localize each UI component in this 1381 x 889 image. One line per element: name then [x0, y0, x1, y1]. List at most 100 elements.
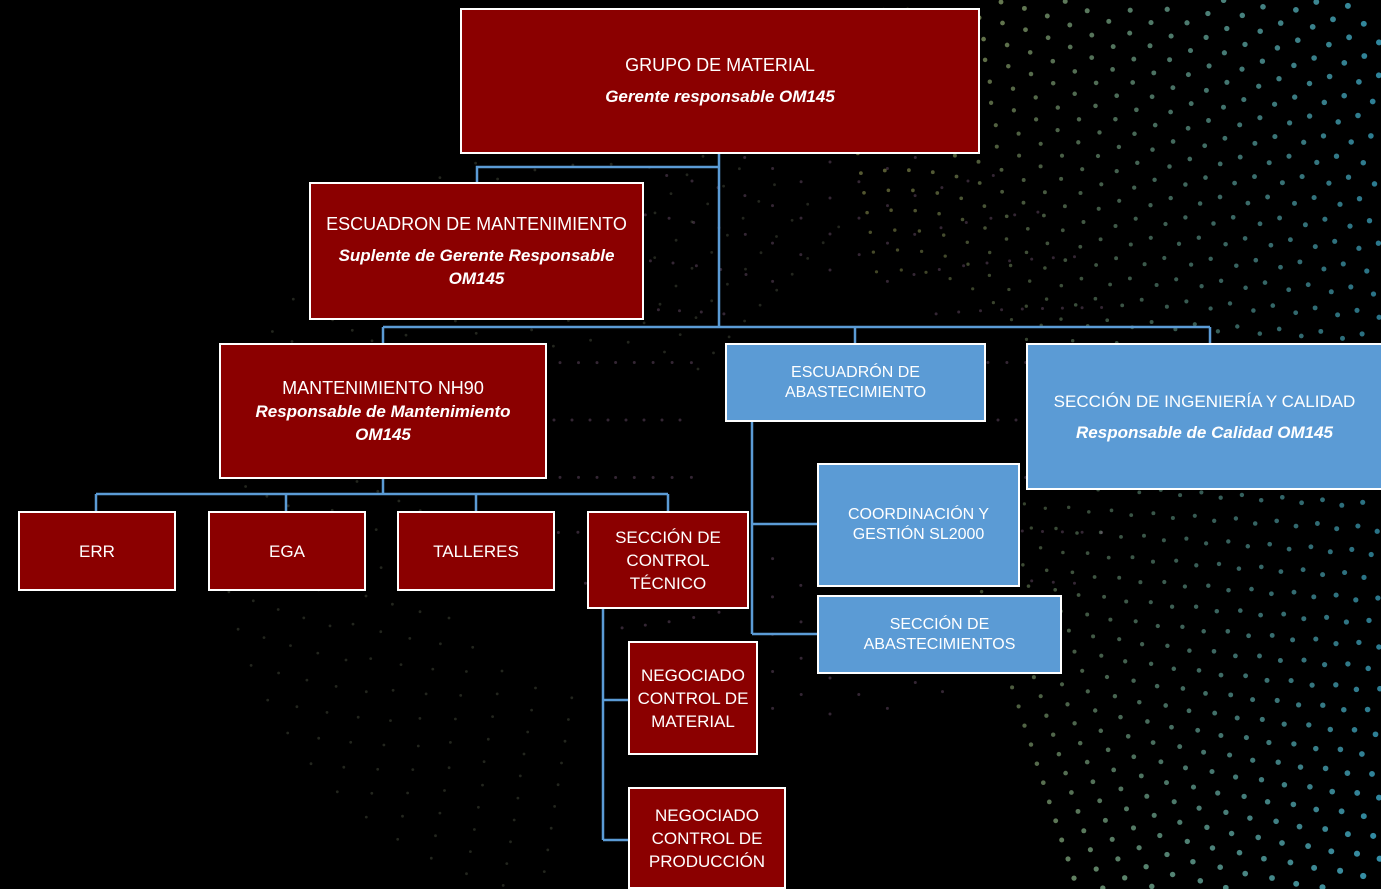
bg-dot	[1142, 262, 1147, 267]
bg-dot	[1344, 770, 1351, 776]
bg-dot	[694, 316, 698, 319]
bg-dot	[1055, 105, 1061, 110]
bg-dot	[1376, 794, 1381, 801]
bg-dot	[1110, 44, 1116, 50]
node-title: TALLERES	[433, 541, 519, 561]
bg-dot	[1349, 546, 1355, 552]
bg-dot	[370, 791, 374, 795]
bg-dot	[1163, 703, 1169, 708]
bg-dot	[1281, 611, 1287, 617]
node-coordinacion-y-gestion-sl2000: COORDINACIÓN Y GESTIÓN SL2000	[817, 463, 1020, 587]
bg-dot	[1314, 521, 1320, 526]
bg-dot	[1217, 194, 1223, 200]
bg-dot	[1348, 284, 1354, 290]
bg-dot	[828, 232, 832, 236]
bg-dot	[1337, 746, 1344, 753]
bg-dot	[1360, 499, 1366, 505]
bg-dot	[505, 862, 509, 865]
bg-dot	[1195, 727, 1201, 733]
bg-dot	[1184, 536, 1189, 541]
node-subtitle: Suplente de Gerente Responsable OM145	[338, 245, 615, 288]
bg-dot	[1168, 109, 1173, 115]
bg-dot	[1116, 144, 1122, 150]
bg-dot	[744, 267, 747, 271]
bg-dot	[1351, 727, 1358, 733]
bg-dot	[1053, 818, 1059, 824]
node-seccion-control-tecnico: SECCIÓN DE CONTROL TÉCNICO	[587, 511, 749, 609]
bg-dot	[1163, 221, 1168, 227]
bg-dot	[477, 805, 480, 809]
bg-dot	[1291, 741, 1297, 747]
bg-dot	[518, 774, 522, 778]
bg-dot	[1184, 838, 1190, 845]
bg-dot	[1122, 875, 1128, 881]
bg-dot	[1187, 648, 1192, 653]
bg-dot	[1269, 875, 1275, 881]
bg-dot	[1006, 63, 1011, 69]
bg-dot	[1322, 216, 1328, 222]
bg-dot	[1129, 513, 1134, 517]
bg-dot	[1099, 653, 1104, 658]
bg-dot	[651, 361, 655, 364]
bg-dot	[1232, 774, 1239, 780]
bg-dot	[694, 264, 698, 268]
bg-dot	[1234, 263, 1239, 268]
bg-dot	[1133, 619, 1138, 624]
bg-dot	[1117, 198, 1122, 203]
bg-dot	[302, 616, 306, 620]
bg-dot	[614, 361, 618, 364]
bg-dot	[632, 476, 636, 479]
bg-dot	[775, 235, 778, 238]
bg-dot	[1209, 845, 1216, 851]
bg-dot	[1150, 147, 1155, 152]
bg-dot	[1092, 575, 1097, 579]
bg-dot	[1245, 544, 1251, 549]
bg-dot	[1097, 798, 1103, 804]
bg-dot	[1115, 856, 1121, 862]
bg-dot	[1148, 203, 1153, 208]
bg-dot	[1268, 242, 1274, 248]
bg-dot	[1320, 497, 1325, 503]
bg-dot	[418, 717, 422, 720]
bg-dot	[1253, 257, 1259, 263]
bg-dot	[1066, 628, 1071, 633]
bg-dot	[1117, 575, 1122, 580]
bg-dot	[1112, 694, 1118, 699]
bg-dot	[1353, 597, 1359, 603]
bg-dot	[1346, 34, 1353, 41]
bg-dot	[1309, 682, 1315, 688]
bg-dot	[930, 170, 935, 175]
bg-dot	[1033, 95, 1038, 100]
bg-dot	[1321, 266, 1327, 272]
bg-dot	[364, 690, 368, 694]
bg-dot	[1030, 257, 1034, 261]
bg-dot	[1353, 686, 1360, 693]
bg-dot	[474, 161, 477, 165]
bg-dot	[1297, 764, 1304, 770]
bg-dot	[1152, 122, 1158, 128]
bg-dot	[317, 736, 321, 740]
bg-dot	[1271, 101, 1278, 107]
bg-dot	[1114, 93, 1120, 99]
bg-dot	[330, 508, 334, 512]
bg-dot	[334, 685, 338, 688]
bg-dot	[964, 221, 968, 224]
bg-dot	[1132, 185, 1137, 190]
bg-dot	[1322, 765, 1329, 772]
bg-dot	[265, 494, 269, 498]
bg-dot	[1223, 241, 1228, 247]
bg-dot	[1169, 871, 1176, 878]
bg-dot	[722, 312, 726, 316]
bg-dot	[1093, 866, 1099, 872]
node-title: NEGOCIADO CONTROL DE MATERIAL	[637, 665, 749, 731]
bg-dot	[1258, 564, 1264, 570]
bg-dot	[1287, 859, 1294, 866]
bg-dot	[449, 741, 452, 744]
bg-dot	[882, 168, 887, 173]
bg-dot	[874, 270, 879, 274]
bg-dot	[989, 216, 993, 220]
bg-dot	[289, 644, 292, 647]
bg-dot	[1301, 616, 1307, 622]
bg-dot	[369, 657, 373, 660]
bg-dot	[1171, 666, 1177, 672]
